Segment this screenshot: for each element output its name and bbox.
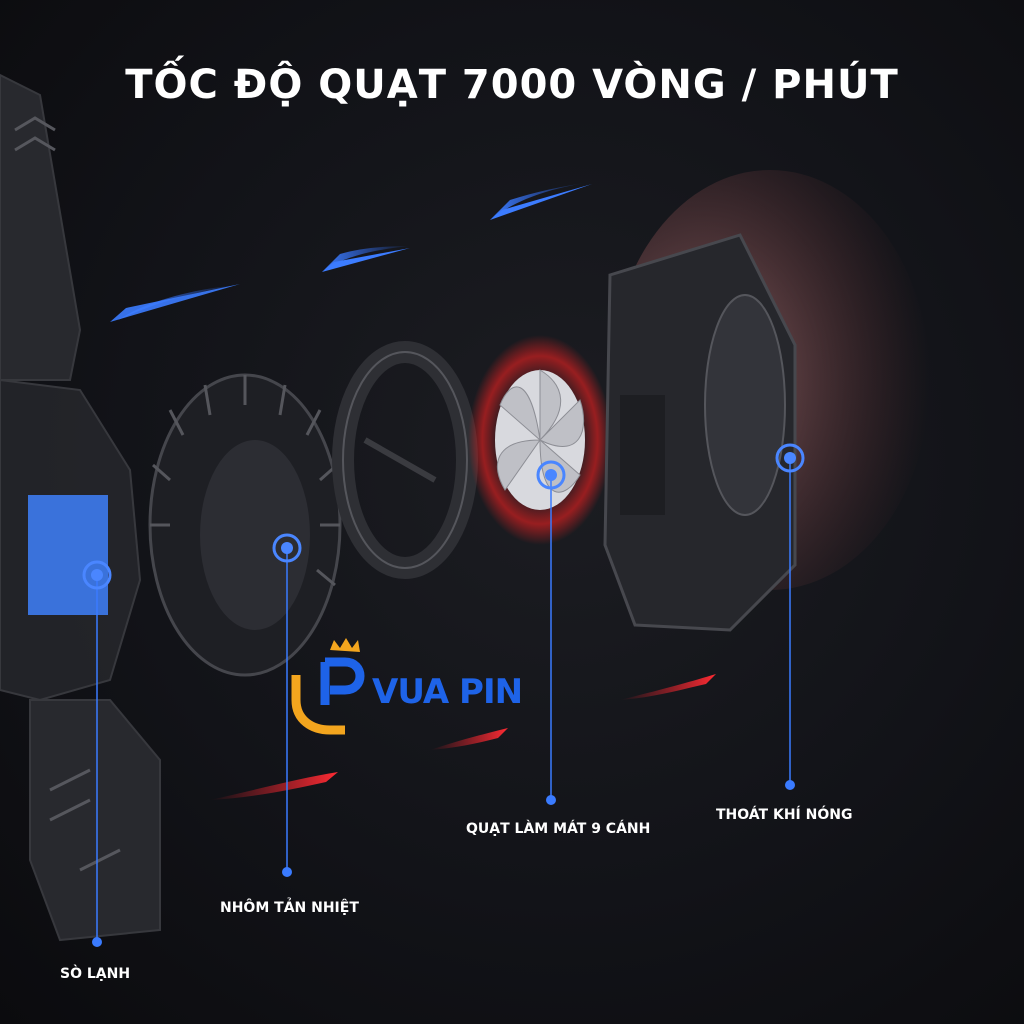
cool-air-arrow — [490, 184, 592, 220]
callout-lines — [96, 458, 791, 942]
crown-icon — [330, 638, 360, 652]
callout-target-fan — [536, 460, 566, 490]
cool-air-arrow — [118, 285, 240, 320]
page-title: TỐC ĐỘ QUẠT 7000 VÒNG / PHÚT — [125, 62, 899, 108]
watermark-logo-text: VUA PIN — [372, 672, 523, 712]
cool-air-arrow — [490, 182, 592, 220]
cool-air-arrow — [322, 246, 410, 272]
callout-target-cold-plate — [82, 560, 112, 590]
label-cold-plate: SÒ LẠNH — [60, 966, 131, 982]
cooler-housing — [603, 233, 797, 632]
fan-frame — [332, 341, 478, 579]
callout-dot — [92, 937, 102, 947]
cool-air-arrow — [322, 248, 410, 272]
callout-target-exhaust — [775, 443, 805, 473]
hot-air-arrow — [430, 728, 508, 750]
callout-target-heatsink — [272, 533, 302, 563]
hot-air-arrow — [620, 674, 716, 700]
cooling-fan — [468, 335, 612, 545]
callout-dot — [546, 795, 556, 805]
cool-air-arrow — [110, 284, 240, 322]
watermark-logo-mark — [291, 638, 365, 735]
label-heatsink: NHÔM TẢN NHIỆT — [220, 900, 359, 916]
callout-dot — [282, 867, 292, 877]
callout-dot — [785, 780, 795, 790]
hot-air-arrow — [210, 772, 338, 800]
label-fan: QUẠT LÀM MÁT 9 CÁNH — [466, 821, 651, 837]
phone-clamp — [0, 73, 161, 942]
heatsink — [148, 373, 342, 677]
label-exhaust: THOÁT KHÍ NÓNG — [716, 807, 853, 823]
